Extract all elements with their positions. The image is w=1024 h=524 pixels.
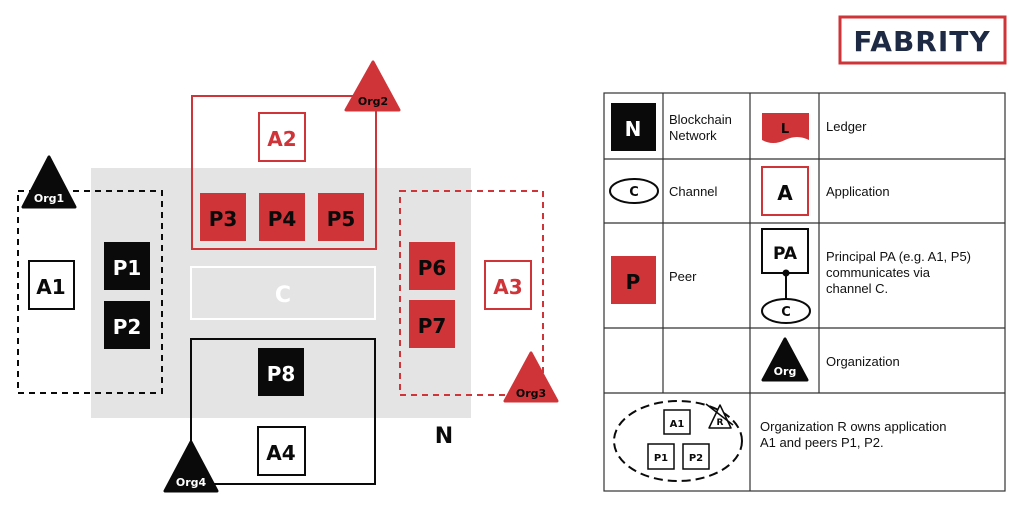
peer-p1: P1 bbox=[104, 242, 150, 290]
org-label: Org2 bbox=[358, 95, 388, 108]
application-label: A1 bbox=[36, 275, 65, 299]
legend-ownership-app-label: A1 bbox=[670, 419, 685, 430]
org2-region bbox=[191, 95, 377, 250]
legend-channel-text: Channel bbox=[669, 184, 718, 199]
application-a2: A2 bbox=[258, 112, 306, 162]
legend-principal-top-label: PA bbox=[773, 244, 798, 264]
peer-p5: P5 bbox=[318, 193, 364, 241]
legend-principal-text-line3: channel C. bbox=[826, 281, 888, 296]
legend-symbol-label: L bbox=[781, 122, 789, 137]
legend-peer-text: Peer bbox=[669, 269, 697, 284]
legend-ledger-text: Ledger bbox=[826, 119, 867, 134]
legend-network-text-line1: Blockchain bbox=[669, 112, 732, 127]
legend-ownership-symbol: A1 R P1 P2 bbox=[613, 400, 743, 482]
legend-ownership-peer-label: P2 bbox=[689, 453, 703, 464]
legend-organization-symbol: Org bbox=[761, 337, 809, 382]
org-label: Org3 bbox=[516, 387, 546, 400]
peer-p6: P6 bbox=[409, 242, 455, 290]
org-label: Org4 bbox=[176, 476, 207, 489]
channel-c: C bbox=[190, 266, 376, 320]
peer-p7: P7 bbox=[409, 300, 455, 348]
legend-ownership-text-line1: Organization R owns application bbox=[760, 419, 946, 434]
application-label: A2 bbox=[267, 127, 296, 151]
legend-ledger-symbol: L bbox=[762, 113, 809, 143]
org4-triangle: Org4 bbox=[163, 440, 219, 493]
legend-peer-symbol: P bbox=[611, 256, 656, 304]
legend-network-text-line2: Network bbox=[669, 128, 717, 143]
legend-symbol-label: P bbox=[626, 270, 641, 294]
legend-ownership-text-line2: A1 and peers P1, P2. bbox=[760, 435, 884, 450]
peer-p2: P2 bbox=[104, 301, 150, 349]
org1-triangle: Org1 bbox=[21, 155, 77, 209]
org1-region bbox=[17, 190, 163, 394]
peer-label: P1 bbox=[113, 256, 142, 280]
peer-label: P6 bbox=[418, 256, 447, 280]
peer-p3: P3 bbox=[200, 193, 246, 241]
application-label: A4 bbox=[266, 441, 295, 465]
logo-text: FABRITY bbox=[853, 25, 990, 58]
legend-application-text: Application bbox=[826, 184, 890, 199]
legend-principal-bottom-label: C bbox=[781, 305, 791, 320]
legend-symbol-label: Org bbox=[774, 365, 797, 378]
org-label: Org1 bbox=[34, 192, 64, 205]
legend-principal-text-line1: Principal PA (e.g. A1, P5) bbox=[826, 249, 971, 264]
legend-symbol-label: A bbox=[777, 181, 793, 205]
channel-label: C bbox=[275, 283, 291, 308]
network-label: N bbox=[435, 424, 453, 449]
org2-triangle: Org2 bbox=[344, 60, 401, 112]
application-a4: A4 bbox=[257, 426, 306, 476]
application-label: A3 bbox=[493, 275, 522, 299]
legend-symbol-label: N bbox=[625, 117, 642, 141]
org4-region bbox=[190, 338, 376, 485]
legend-principal-symbol: PA C bbox=[761, 228, 811, 324]
peer-label: P8 bbox=[267, 362, 296, 386]
legend-symbol-label: C bbox=[629, 185, 639, 200]
legend-organization-text: Organization bbox=[826, 354, 900, 369]
application-a3: A3 bbox=[484, 260, 532, 310]
legend-application-symbol: A bbox=[761, 166, 809, 216]
peer-p8: P8 bbox=[258, 348, 304, 396]
peer-label: P7 bbox=[418, 314, 447, 338]
legend-ownership-peer-label: P1 bbox=[654, 453, 668, 464]
fabrity-logo: FABRITY bbox=[838, 15, 1007, 65]
peer-p4: P4 bbox=[259, 193, 305, 241]
peer-label: P4 bbox=[268, 207, 297, 231]
peer-label: P3 bbox=[209, 207, 238, 231]
org3-triangle: Org3 bbox=[503, 351, 559, 403]
legend-network-symbol: N bbox=[611, 103, 656, 151]
peer-label: P5 bbox=[327, 207, 356, 231]
legend-ownership-org-label: R bbox=[717, 418, 724, 428]
peer-label: P2 bbox=[113, 315, 142, 339]
legend-principal-text-line2: communicates via bbox=[826, 265, 931, 280]
org3-region bbox=[399, 190, 544, 396]
application-a1: A1 bbox=[28, 260, 75, 310]
legend-channel-symbol: C bbox=[609, 178, 659, 204]
